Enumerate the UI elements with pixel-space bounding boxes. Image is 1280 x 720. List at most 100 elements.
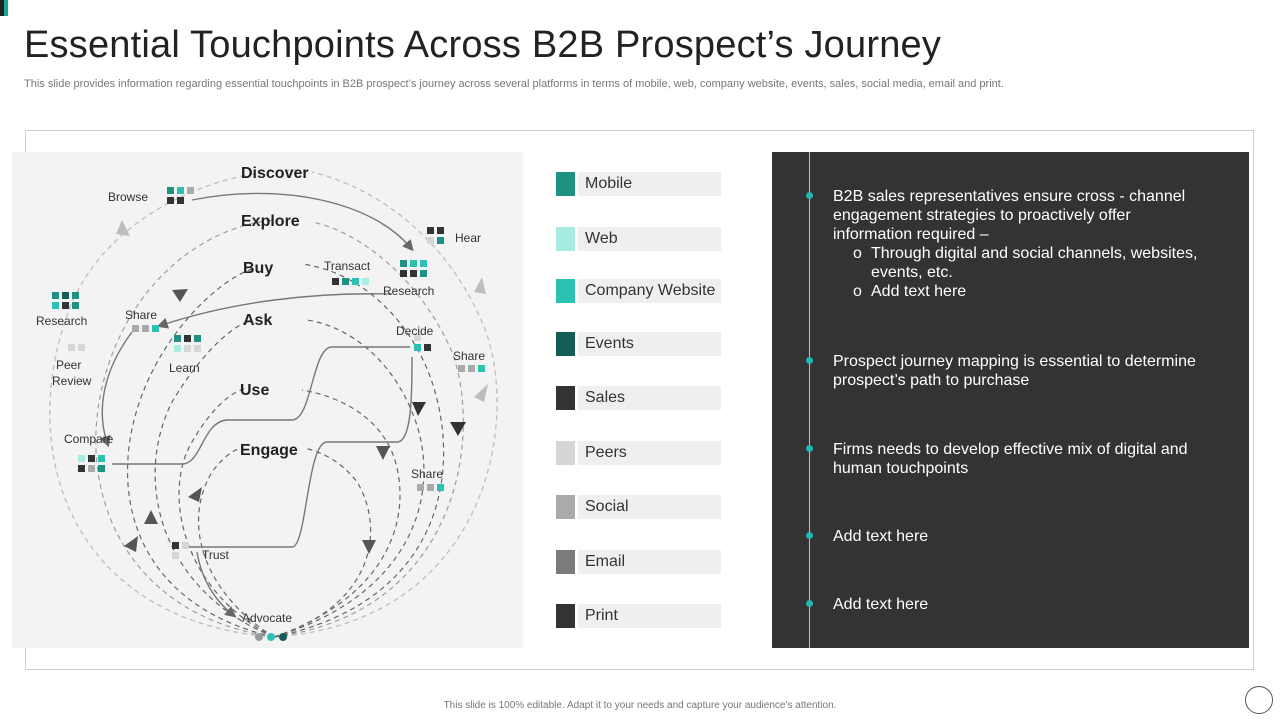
info-point-3: Firms needs to develop effective mix of …: [833, 441, 1188, 477]
label-decide: Decide: [396, 324, 434, 338]
arc-arrowhead-8: [144, 510, 158, 524]
trust-to-decide-line: [187, 356, 413, 548]
trust-squares: [172, 542, 189, 559]
info-point-5: Add text here: [833, 596, 929, 613]
legend-item-sales: Sales: [556, 386, 721, 410]
page-title: Essential Touchpoints Across B2B Prospec…: [24, 24, 942, 66]
label-advocate: Advocate: [242, 611, 292, 625]
label-review: Review: [52, 374, 92, 388]
timeline-line: [809, 152, 810, 648]
label-compare: Compare: [64, 432, 114, 446]
learn-squares: [174, 335, 201, 352]
bottom-dot-1: [255, 633, 263, 641]
label-research-left: Research: [36, 314, 87, 328]
title-accent-bar-teal: [4, 0, 8, 16]
arc-arrowhead-3: [474, 384, 488, 402]
legend-label: Social: [585, 498, 629, 515]
label-research-right: Research: [383, 284, 434, 298]
browse-to-hear-line: [191, 192, 414, 252]
legend-swatch: [556, 550, 575, 574]
arc-arrowhead-4: [172, 289, 188, 302]
research-left-squares: [52, 292, 79, 309]
peer-review-squares: [68, 344, 85, 351]
compare-to-decide-line: [112, 346, 410, 465]
label-peer: Peer: [56, 358, 81, 372]
arc-arrowhead-11: [362, 540, 376, 554]
label-share-mid: Share: [411, 467, 443, 481]
stage-buy: Buy: [243, 260, 273, 277]
share-to-compare-line: [99, 331, 133, 448]
label-hear: Hear: [455, 231, 481, 245]
label-share-right: Share: [453, 349, 485, 363]
legend-label: Web: [585, 230, 618, 247]
legend-item-web: Web: [556, 227, 721, 251]
arc-arrowhead-2: [474, 277, 486, 294]
legend-swatch: [556, 441, 575, 465]
bottom-dot-3: [279, 633, 287, 641]
legend-item-events: Events: [556, 332, 721, 356]
outer-arc-right: [273, 171, 498, 638]
ask-arc-right: [273, 319, 425, 638]
info-panel: B2B sales representatives ensure cross -…: [772, 152, 1249, 648]
share-right-squares: [458, 365, 485, 372]
legend-swatch: [556, 495, 575, 519]
journey-diagram: Discover Explore Buy Ask Use Engage Brow…: [12, 152, 523, 648]
legend-label: Events: [585, 335, 634, 352]
explore-arc-left: [95, 219, 278, 638]
timeline-dot: [806, 532, 813, 539]
stage-use: Use: [240, 382, 269, 399]
arc-arrowhead-9: [376, 446, 390, 460]
stage-ask: Ask: [243, 312, 272, 329]
bottom-dot-2: [267, 633, 275, 641]
arc-arrowhead-7: [412, 402, 426, 416]
stage-discover: Discover: [241, 165, 309, 182]
trust-to-advocate-line: [196, 551, 237, 618]
journey-diagram-svg: Discover Explore Buy Ask Use Engage Brow…: [36, 165, 498, 641]
legend-item-company-website: Company Website: [556, 279, 721, 303]
legend-item-social: Social: [556, 495, 721, 519]
research-to-share-line: [156, 293, 393, 329]
arc-arrowhead-5: [450, 422, 466, 436]
use-arc-right: [273, 389, 401, 638]
engage-arc-left: [198, 447, 275, 638]
use-arc-left: [178, 388, 275, 638]
arc-arrowhead-6: [124, 536, 138, 552]
info-point-1: B2B sales representatives ensure cross -…: [833, 187, 1213, 301]
hear-squares: [427, 227, 444, 244]
arc-arrowhead-1: [116, 220, 130, 236]
arc-arrowhead-10: [188, 487, 202, 502]
engage-arc-right: [273, 447, 372, 638]
label-browse: Browse: [108, 190, 148, 204]
legend-label: Mobile: [585, 175, 633, 192]
page-subtitle: This slide provides information regardin…: [24, 78, 1004, 90]
buy-arc-right: [273, 263, 445, 638]
info-point-4: Add text here: [833, 528, 929, 545]
title-accent-bar: [0, 0, 4, 16]
share-mid-squares: [417, 484, 444, 491]
legend-swatch: [556, 386, 575, 410]
legend-swatch: [556, 279, 575, 303]
legend-item-email: Email: [556, 550, 721, 574]
legend-swatch: [556, 227, 575, 251]
decide-squares: [414, 334, 431, 351]
ask-arc-left: [154, 321, 275, 638]
timeline-dot: [806, 357, 813, 364]
corner-circle-icon: [1245, 686, 1273, 714]
legend-label: Peers: [585, 444, 627, 461]
buy-arc-left: [126, 267, 275, 638]
legend-item-mobile: Mobile: [556, 172, 721, 196]
legend-swatch: [556, 172, 575, 196]
legend-item-print: Print: [556, 604, 721, 628]
info-point-2: Prospect journey mapping is essential to…: [833, 353, 1196, 389]
timeline-dot: [806, 192, 813, 199]
compare-squares: [78, 455, 105, 472]
stage-explore: Explore: [241, 213, 300, 230]
label-transact: Transact: [324, 259, 371, 273]
legend-label: Sales: [585, 389, 626, 406]
stage-engage: Engage: [240, 442, 298, 459]
browse-squares: [167, 187, 194, 204]
transact-squares: [332, 278, 369, 285]
label-learn: Learn: [169, 361, 200, 375]
